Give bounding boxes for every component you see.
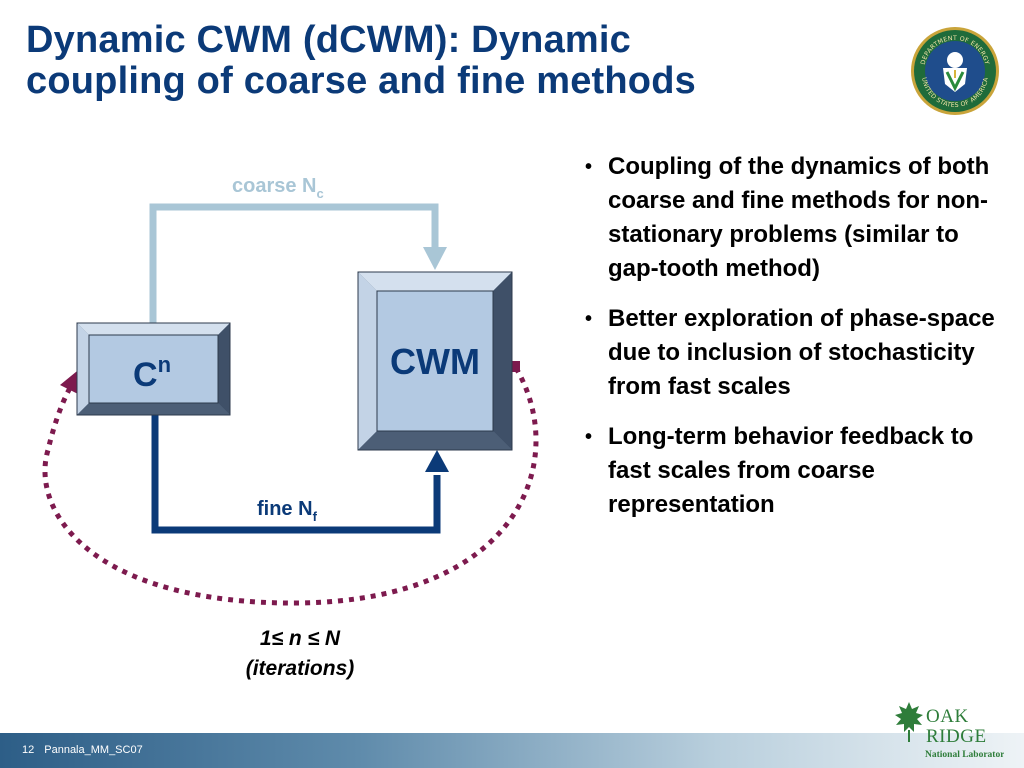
cn-box bbox=[76, 322, 231, 416]
bullet-text: Long-term behavior feedback to fast scal… bbox=[608, 423, 974, 518]
lab-name-national-laboratory: National Laboratory bbox=[925, 750, 1004, 760]
footer-text: 12 Pannala_MM_SC07 bbox=[22, 744, 153, 756]
dcwm-diagram: coarse Nc fine Nf Cn CWM 1≤ n ≤ N (itera… bbox=[42, 175, 539, 680]
coarse-arrow bbox=[149, 203, 447, 323]
lab-name-oak: OAK bbox=[926, 706, 969, 727]
footer-bar: 12 Pannala_MM_SC07 bbox=[0, 733, 1024, 768]
bullet-text: Coupling of the dynamics of both coarse … bbox=[608, 153, 990, 282]
cwm-box-label: CWM bbox=[390, 341, 480, 382]
oak-leaf-icon bbox=[895, 702, 923, 742]
bullet-item: • Better exploration of phase-space due t… bbox=[583, 302, 1003, 404]
lab-name-ridge: RIDGE bbox=[926, 726, 987, 747]
footer-label: Pannala_MM_SC07 bbox=[44, 744, 143, 756]
fine-arrow bbox=[151, 415, 449, 534]
coarse-label: coarse Nc bbox=[232, 175, 324, 201]
cn-box-label: Cn bbox=[133, 352, 171, 394]
cwm-box bbox=[357, 271, 513, 451]
oak-ridge-logo: OAK RIDGE National Laboratory bbox=[895, 702, 1004, 760]
bullet-list: • Coupling of the dynamics of both coarse… bbox=[583, 150, 1003, 538]
bullet-dot-icon: • bbox=[585, 308, 593, 330]
slide-title-line-1: Dynamic CWM (dCWM): Dynamic bbox=[26, 19, 631, 61]
page-number: 12 bbox=[22, 744, 35, 756]
bullet-dot-icon: • bbox=[585, 156, 593, 178]
bullet-text: Better exploration of phase-space due to… bbox=[608, 305, 995, 400]
bullet-item: • Coupling of the dynamics of both coarse… bbox=[583, 150, 1003, 286]
iteration-loop-arrow bbox=[42, 366, 539, 606]
fine-label: fine Nf bbox=[257, 498, 318, 524]
doe-seal-logo: DEPARTMENT OF ENERGY UNITED STATES OF AM… bbox=[911, 27, 999, 115]
iterations-caption: (iterations) bbox=[246, 657, 355, 680]
slide-title: Dynamic CWM (dCWM): Dynamic coupling of … bbox=[26, 20, 896, 102]
iteration-range-label: 1≤ n ≤ N bbox=[260, 627, 341, 650]
bullet-item: • Long-term behavior feedback to fast sca… bbox=[583, 420, 1003, 522]
bullet-dot-icon: • bbox=[585, 426, 593, 448]
iteration-start-marker bbox=[509, 361, 520, 372]
slide-title-line-2: coupling of coarse and fine methods bbox=[26, 60, 696, 102]
